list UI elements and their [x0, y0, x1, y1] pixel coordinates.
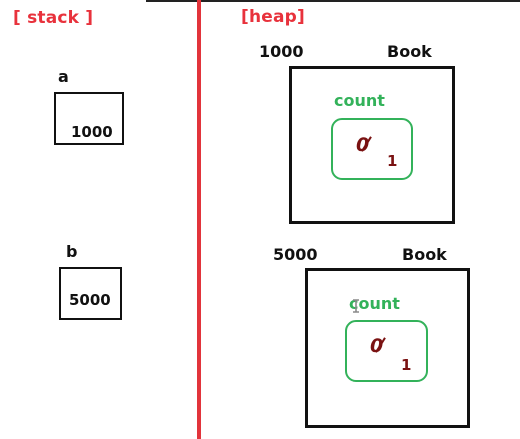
- stack-var-box-b: 5000: [59, 267, 122, 320]
- stack-title: [ stack ]: [13, 8, 94, 28]
- heap-object-field-box-1: [331, 118, 413, 180]
- stack-var-box-a: 1000: [54, 92, 124, 145]
- heap-object-field-box-2: [345, 320, 428, 382]
- heap-object-old-value-1: 0: [356, 134, 370, 156]
- heap-object-class-1: Book: [387, 42, 432, 61]
- stack-var-name-a: a: [58, 67, 69, 86]
- heap-object-new-value-1: 1: [387, 152, 398, 170]
- heap-title: [heap]: [241, 7, 306, 27]
- heap-object-class-2: Book: [402, 245, 447, 264]
- stack-var-value-a: 1000: [71, 123, 113, 141]
- heap-object-address-2: 5000: [273, 245, 318, 264]
- heap-object-new-value-2: 1: [401, 356, 412, 374]
- top-border-line: [146, 0, 520, 2]
- heap-object-field-name-2: count: [349, 294, 400, 313]
- heap-object-address-1: 1000: [259, 42, 304, 61]
- stack-heap-divider: [197, 0, 201, 439]
- stack-var-name-b: b: [66, 242, 78, 261]
- heap-object-old-value-2: 0: [370, 335, 384, 357]
- stack-var-value-b: 5000: [69, 291, 111, 309]
- heap-object-field-name-1: count: [334, 91, 385, 110]
- text-cursor-icon: [352, 298, 360, 313]
